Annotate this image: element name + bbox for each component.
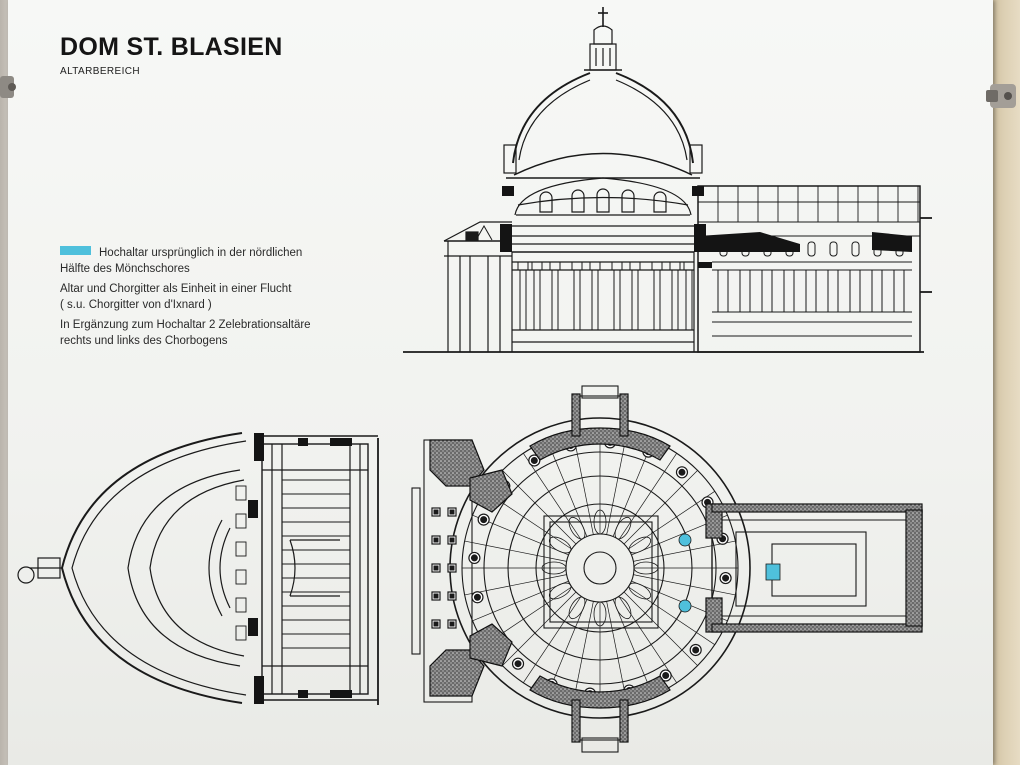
celebration-altar-south [678,599,692,613]
legend-note: In Ergänzung zum Hochaltar 2 Zelebration… [60,318,370,349]
legend-note-line: Hälfte des Mönchschores [60,262,190,275]
right-mount-clip [986,84,1016,108]
legend-note-line: In Ergänzung zum Hochaltar 2 Zelebration… [60,319,311,331]
legend-note-line: Hochaltar ursprünglich in der nördlichen [60,246,370,262]
legend-note-line: rechts und links des Chorbogens [60,334,228,347]
left-mount-clip [0,76,16,98]
celebration-altar-north [678,533,692,547]
panel-title: DOM ST. BLASIEN [60,33,283,61]
high-altar [765,563,781,581]
legend-notes: Hochaltar ursprünglich in der nördlichen… [60,246,370,354]
panel-subtitle: ALTARBEREICH [60,66,141,77]
legend-note: Hochaltar ursprünglich in der nördlichen… [60,246,370,277]
legend-swatch [60,246,91,255]
legend-note: Altar und Chorgitter als Einheit in eine… [60,282,370,313]
cross-icon [598,7,608,27]
legend-note-line: Altar und Chorgitter als Einheit in eine… [60,283,292,295]
legend-note-line: ( s.u. Chorgitter von d'Ixnard ) [60,298,212,311]
